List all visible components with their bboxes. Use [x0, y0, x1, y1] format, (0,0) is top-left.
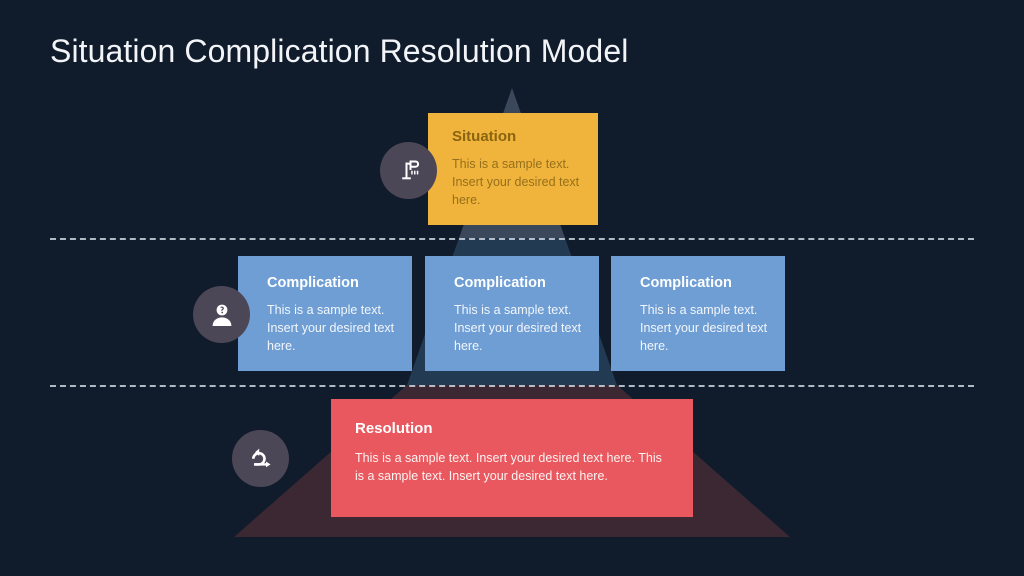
- person-question-icon: [212, 304, 231, 326]
- complication-title-2: Complication: [454, 275, 546, 291]
- resolution-title: Resolution: [355, 420, 433, 437]
- complication-title-1: Complication: [267, 275, 359, 291]
- complication-card-1[interactable]: Complication This is a sample text. Inse…: [238, 256, 412, 371]
- loop-arrow-icon: [251, 448, 271, 467]
- situation-title: Situation: [452, 128, 517, 145]
- complication-icon-badge[interactable]: [193, 286, 250, 343]
- shower-head-icon: [401, 160, 419, 179]
- complication-body-1: This is a sample text. Insert your desir…: [267, 302, 395, 354]
- situation-card[interactable]: Situation This is a sample text. Insert …: [428, 113, 598, 225]
- resolution-card[interactable]: Resolution This is a sample text. Insert…: [331, 399, 693, 517]
- situation-icon-badge[interactable]: [380, 142, 437, 199]
- complication-body-3: This is a sample text. Insert your desir…: [640, 302, 768, 354]
- divider-line-bottom: [50, 385, 974, 387]
- page-title: Situation Complication Resolution Model: [50, 33, 629, 69]
- situation-body: This is a sample text. Insert your desir…: [452, 156, 580, 207]
- complication-body-2: This is a sample text. Insert your desir…: [454, 302, 582, 354]
- divider-line-top: [50, 238, 974, 240]
- complication-title-3: Complication: [640, 275, 732, 291]
- complication-card-3[interactable]: Complication This is a sample text. Inse…: [611, 256, 785, 371]
- complication-card-2[interactable]: Complication This is a sample text. Inse…: [425, 256, 599, 371]
- resolution-icon-badge[interactable]: [232, 430, 289, 487]
- resolution-body: This is a sample text. Insert your desir…: [355, 450, 662, 483]
